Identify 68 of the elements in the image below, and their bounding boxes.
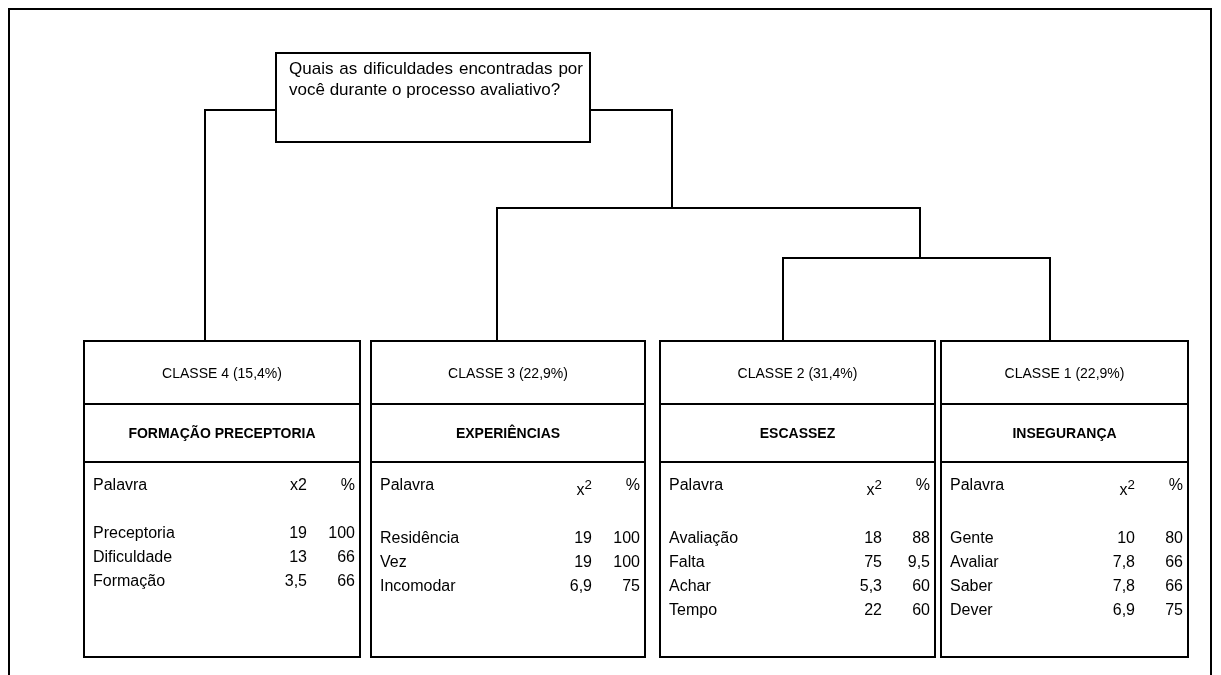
word-cell-text: Avaliar bbox=[950, 552, 1000, 573]
value-cell-text: 7,8 bbox=[1111, 576, 1135, 597]
column-header: % bbox=[914, 475, 930, 495]
column-header: x$^{2}$ bbox=[865, 476, 882, 501]
value-cell-text: 22 bbox=[863, 600, 882, 621]
class-title: INSEGURANÇA bbox=[942, 405, 1187, 463]
column-header: Palavra bbox=[950, 475, 1006, 495]
word-cell-text: Formação bbox=[93, 571, 167, 591]
class-title: FORMAÇÃO PRECEPTORIA bbox=[85, 405, 359, 463]
value-cell-text: 60 bbox=[911, 576, 930, 597]
word-cell-text: Saber bbox=[950, 576, 994, 597]
word-cell-text: Falta bbox=[669, 552, 706, 573]
column-header: % bbox=[339, 475, 355, 495]
class-box bbox=[370, 340, 646, 658]
word-cell-text: Gente bbox=[950, 528, 995, 549]
word-cell-text: Vez bbox=[380, 552, 408, 573]
value-cell-text: 66 bbox=[336, 547, 355, 567]
value-cell-text: 9,5 bbox=[906, 552, 930, 573]
value-cell-text: 19 bbox=[288, 523, 307, 543]
class-header: CLASSE 3 (22,9%) bbox=[372, 342, 644, 405]
class-box bbox=[83, 340, 361, 658]
value-cell-text: 80 bbox=[1164, 528, 1183, 549]
word-cell-text: Avaliação bbox=[669, 528, 740, 549]
value-cell-text: 100 bbox=[612, 552, 640, 573]
word-cell-text: Residência bbox=[380, 528, 461, 549]
class-box bbox=[940, 340, 1189, 658]
word-cell-text: Preceptoria bbox=[93, 523, 176, 543]
class-header: CLASSE 4 (15,4%) bbox=[85, 342, 359, 405]
word-cell-text: Incomodar bbox=[380, 576, 457, 597]
value-cell-text: 66 bbox=[1164, 552, 1183, 573]
column-header: Palavra bbox=[93, 475, 149, 495]
value-cell-text: 66 bbox=[336, 571, 355, 591]
column-header: % bbox=[1167, 475, 1183, 495]
value-cell-text: 10 bbox=[1116, 528, 1135, 549]
value-cell-text: 100 bbox=[612, 528, 640, 549]
word-cell-text: Dever bbox=[950, 600, 994, 621]
word-cell-text: Achar bbox=[669, 576, 712, 597]
column-header: % bbox=[624, 475, 640, 495]
value-cell-text: 6,9 bbox=[1111, 600, 1135, 621]
class-header: CLASSE 2 (31,4%) bbox=[661, 342, 934, 405]
column-header: Palavra bbox=[669, 475, 725, 495]
word-cell-text: Tempo bbox=[669, 600, 719, 621]
value-cell-text: 60 bbox=[911, 600, 930, 621]
class-box bbox=[659, 340, 936, 658]
column-header: Palavra bbox=[380, 475, 436, 495]
value-cell-text: 66 bbox=[1164, 576, 1183, 597]
class-title: EXPERIÊNCIAS bbox=[372, 405, 644, 463]
value-cell-text: 5,3 bbox=[858, 576, 882, 597]
value-cell-text: 88 bbox=[911, 528, 930, 549]
value-cell-text: 13 bbox=[288, 547, 307, 567]
value-cell-text: 19 bbox=[573, 552, 592, 573]
value-cell-text: 100 bbox=[327, 523, 355, 543]
value-cell-text: 75 bbox=[1164, 600, 1183, 621]
value-cell-text: 7,8 bbox=[1111, 552, 1135, 573]
connector-line bbox=[204, 109, 276, 341]
value-cell-text: 75 bbox=[863, 552, 882, 573]
column-header: x2 bbox=[289, 475, 307, 495]
value-cell-text: 75 bbox=[621, 576, 640, 597]
question-box: Quais as dificuldades encontradas por você durante o processo avaliativo? bbox=[275, 52, 591, 143]
value-cell-text: 18 bbox=[863, 528, 882, 549]
word-cell-text: Dificuldade bbox=[93, 547, 174, 567]
value-cell-text: 6,9 bbox=[568, 576, 592, 597]
class-title: ESCASSEZ bbox=[661, 405, 934, 463]
value-cell-text: 19 bbox=[573, 528, 592, 549]
column-header: x$^{2}$ bbox=[1118, 476, 1135, 501]
class-header: CLASSE 1 (22,9%) bbox=[942, 342, 1187, 405]
column-header: x$^{2}$ bbox=[575, 476, 592, 501]
value-cell-text: 3,5 bbox=[283, 571, 307, 591]
